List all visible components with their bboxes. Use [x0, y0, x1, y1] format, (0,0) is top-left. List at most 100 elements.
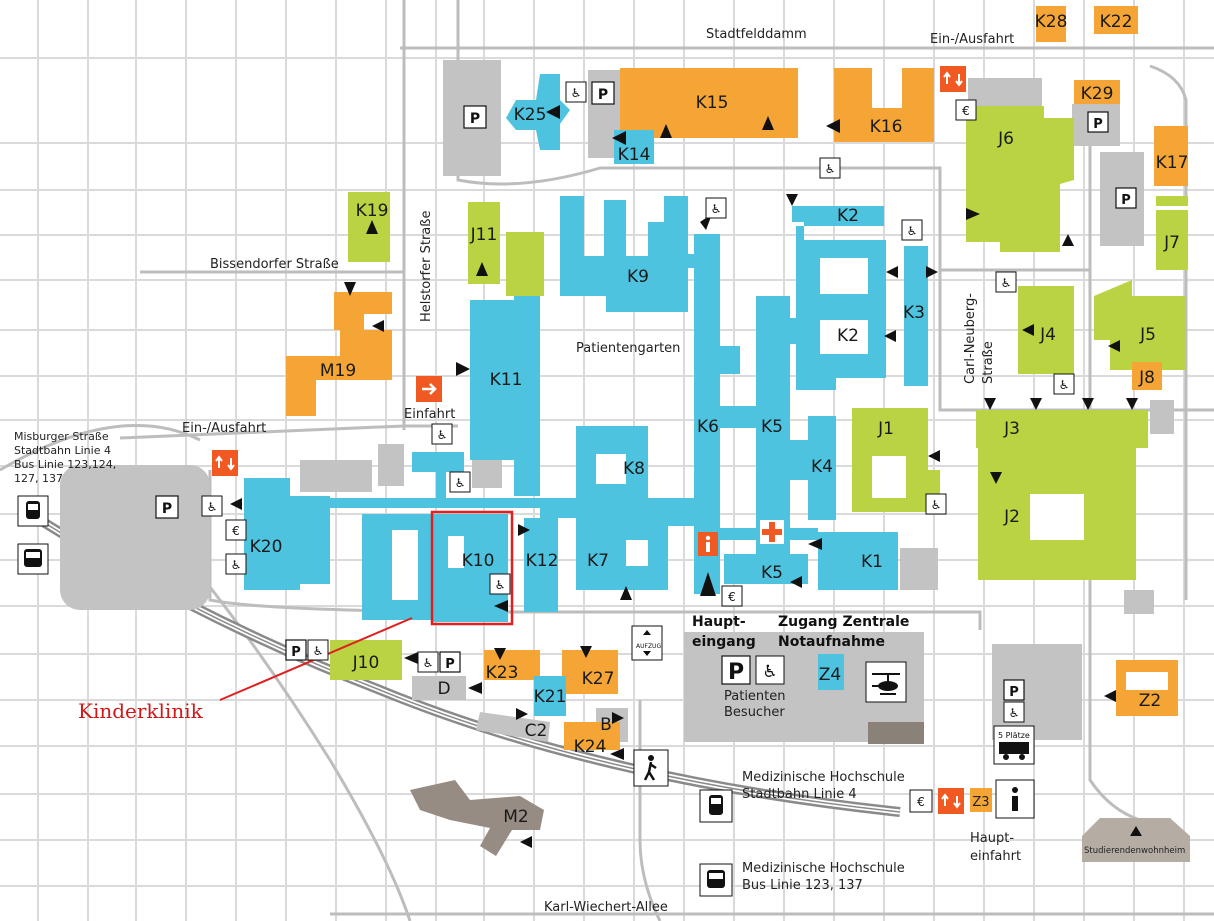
accessible-parking-icon	[417, 651, 439, 673]
grey-bldg-4	[900, 548, 938, 590]
label-besucher: Besucher	[724, 705, 785, 720]
clinic-buildings	[244, 74, 928, 716]
building-k20-shape	[244, 478, 330, 590]
accessible-parking-icon	[1003, 701, 1025, 723]
entrance-arrow-icon	[476, 262, 488, 276]
entrance-arrow-icon	[1062, 234, 1074, 246]
label-mhh-bus-1: Medizinische Hochschule	[742, 861, 905, 876]
building-k9-shape	[560, 196, 700, 312]
svg-text:♿: ♿	[495, 578, 506, 592]
building-j11: J11	[470, 225, 498, 245]
accessible-parking-icon	[201, 495, 223, 517]
building-k4-shape	[790, 416, 836, 520]
building-j3: J3	[1003, 419, 1020, 439]
accessible-parking-icon	[1053, 373, 1075, 395]
building-k2: K2	[837, 206, 859, 226]
bus-icon	[699, 863, 733, 897]
entrance-arrows	[230, 105, 1142, 848]
accessible-parking-icon	[901, 219, 923, 241]
svg-text:P: P	[291, 645, 301, 660]
building-k5: K5	[761, 563, 783, 583]
parking-area-ne	[968, 78, 1042, 110]
entrance-arrow-icon	[786, 194, 798, 206]
building-j1: J1	[877, 419, 894, 439]
entrance-arrow-icon	[826, 119, 840, 133]
accessible-parking-paid-icon	[225, 519, 247, 541]
building-k23: K23	[486, 663, 519, 683]
street-carl-neuberg-1: Carl-Neuberg-	[963, 293, 978, 384]
svg-text:♿: ♿	[455, 476, 466, 490]
svg-text:P: P	[1121, 193, 1131, 208]
entrance-arrow-icon	[612, 131, 626, 145]
parking-icon	[1087, 111, 1109, 133]
building-d: D	[437, 679, 450, 699]
parking-icon	[439, 651, 461, 673]
building-k17-shape	[1154, 126, 1188, 186]
building-k7: K7	[587, 551, 609, 571]
grey-d	[412, 676, 466, 700]
kinderklinik-frame	[430, 510, 514, 626]
building-m2: M2	[503, 807, 528, 827]
building-j3-shape	[976, 410, 1148, 448]
parking-icon	[591, 81, 615, 105]
building-k16: K16	[870, 117, 903, 137]
entrance-arrow-icon	[344, 282, 356, 296]
svg-text:♿: ♿	[1009, 706, 1020, 720]
svg-text:♿: ♿	[437, 428, 448, 442]
svg-text:♿: ♿	[231, 558, 242, 572]
entrance-arrow-icon	[1082, 398, 1094, 410]
label-notaufnahme-2: Notaufnahme	[778, 634, 885, 650]
entry-exit-icon	[938, 788, 964, 814]
misburger-line-2: Stadtbahn Linie 4	[14, 444, 111, 457]
building-k1: K1	[861, 552, 883, 572]
svg-text:♿: ♿	[762, 662, 777, 682]
svg-text:P: P	[1093, 117, 1103, 132]
building-k22-shape	[1094, 6, 1138, 34]
building-k21-shape	[534, 676, 566, 716]
accessible-parking-icon	[819, 157, 841, 179]
street-labels: Stadtfelddamm Ein-/Ausfahrt Bissendorfer…	[14, 27, 1185, 915]
building-k12-shape	[524, 518, 558, 612]
svg-text:P: P	[162, 501, 172, 517]
label-haupteinfahrt-2: einfahrt	[970, 849, 1021, 864]
grey-c2	[476, 712, 550, 742]
entrance-arrow-icon	[1022, 324, 1034, 336]
building-j6-shape	[966, 106, 1074, 252]
svg-text:♿: ♿	[931, 498, 942, 512]
parking-areas	[60, 60, 1190, 862]
building-k5-shape	[756, 296, 790, 556]
parking-icon	[721, 655, 751, 685]
building-k27: K27	[582, 669, 615, 689]
building-k10: K10	[462, 551, 495, 571]
entrance-arrow-icon	[808, 538, 822, 550]
info-icon	[698, 532, 718, 556]
building-k25: K25	[514, 105, 547, 125]
parking-icons	[155, 81, 1137, 701]
building-j10-shape	[330, 640, 402, 680]
svg-text:P: P	[445, 657, 455, 672]
tram-icon	[699, 789, 733, 823]
entrance-arrow-icon	[494, 648, 506, 660]
building-k15: K15	[696, 93, 729, 113]
parking-icon	[285, 639, 307, 661]
entrance-arrow-icon	[966, 208, 980, 220]
elevator-icon	[631, 625, 663, 661]
kinderklinik-label[interactable]: Kinderklinik	[78, 699, 204, 723]
entrance-arrow-icon	[1030, 398, 1042, 410]
svg-text:P: P	[470, 111, 480, 127]
building-k25-shape	[506, 74, 570, 150]
grey-bldg-1	[300, 460, 372, 492]
svg-text:P: P	[598, 87, 608, 103]
svg-text:€: €	[728, 590, 736, 604]
svg-text:♿: ♿	[825, 162, 836, 176]
bus-icon	[17, 543, 49, 575]
accessible-parking-icon	[705, 197, 727, 219]
building-k10-shape	[432, 514, 508, 622]
accessible-parking-icon	[925, 493, 947, 515]
building-j4: J4	[1039, 325, 1056, 345]
first-aid-cross-icon	[760, 520, 784, 544]
accessible-parking-paid-icon	[909, 789, 933, 813]
parking-letters: P P P P P P P P P	[162, 87, 1131, 700]
tram-icon	[17, 495, 49, 527]
camper-icon	[993, 725, 1035, 765]
